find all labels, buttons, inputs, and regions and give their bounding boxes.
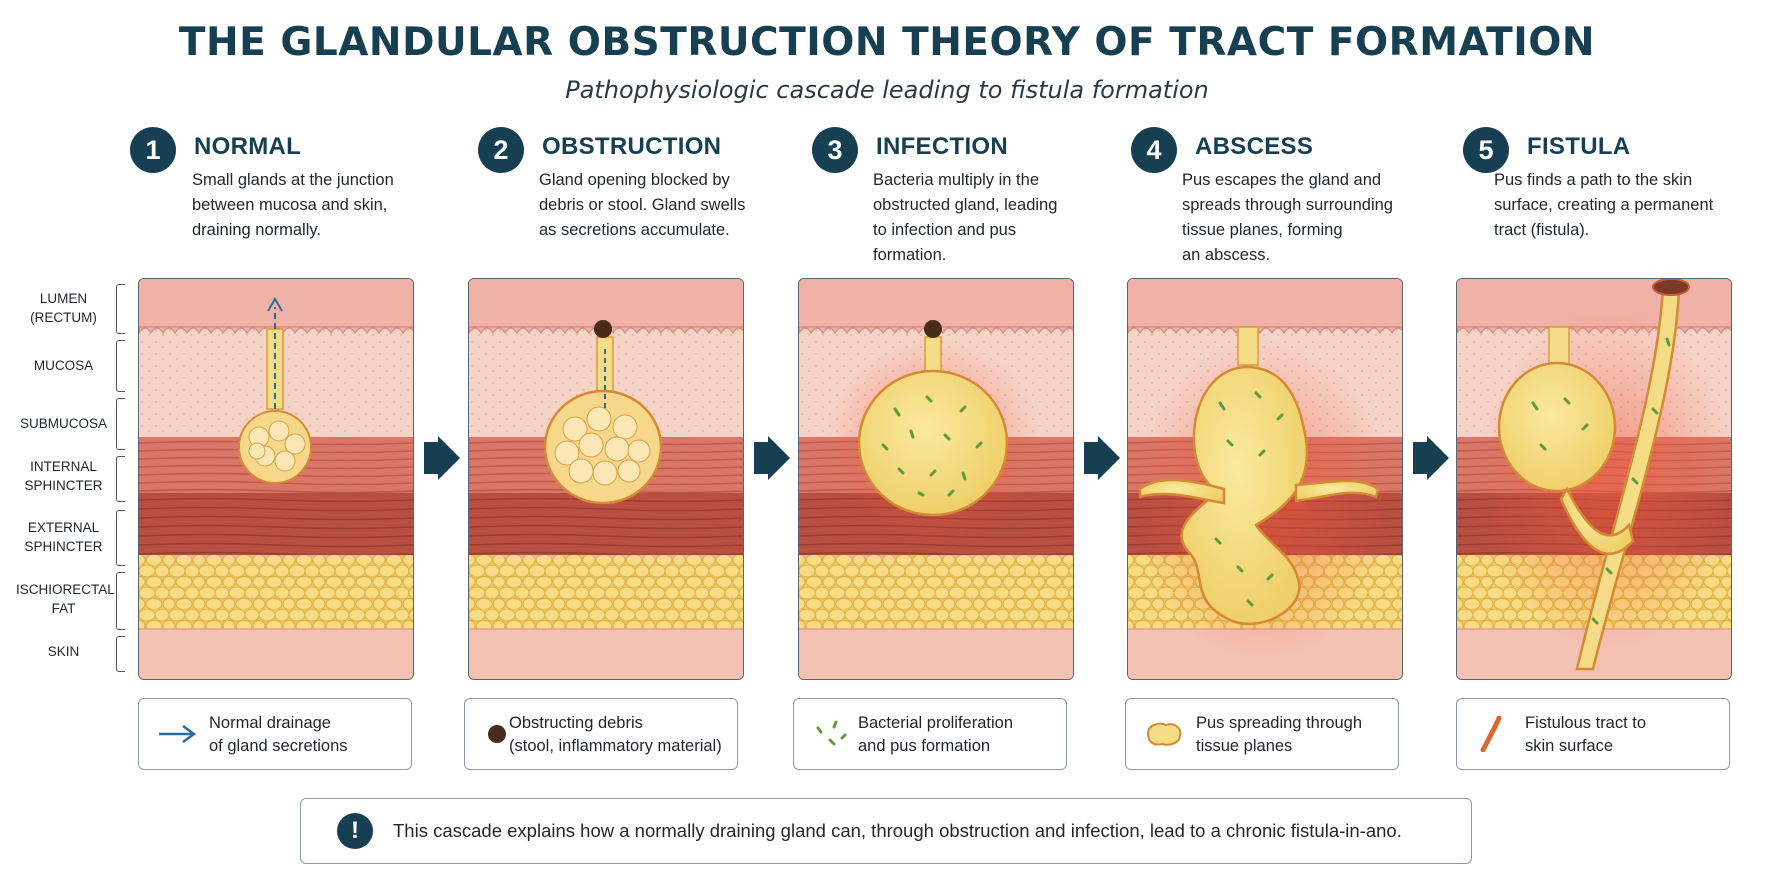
legend-normal-drainage-text: Normal drainage of gland secretions xyxy=(209,714,348,755)
bacteria-icon xyxy=(816,720,847,746)
layer-bracket-submucosa xyxy=(116,398,125,450)
abscess-spread xyxy=(1138,365,1380,625)
stage-1-name: NORMAL xyxy=(194,133,302,160)
stage-2-diagram xyxy=(468,278,744,680)
legend-bacterial-proliferation: Bacterial proliferation and pus formatio… xyxy=(793,698,1067,770)
residual-abscess xyxy=(1497,361,1635,555)
stage-4-number-badge: 4 xyxy=(1131,127,1177,173)
layer-label-external-sphincter: EXTERNAL SPHINCTER xyxy=(24,520,103,554)
layer-label-skin: SKIN xyxy=(47,644,80,659)
tract-icon xyxy=(1480,716,1502,752)
layer-label-mucosa: MUCOSA xyxy=(33,358,94,373)
layer-bracket-external-sphincter xyxy=(116,510,125,566)
fistulous-tract xyxy=(1575,279,1690,671)
legend-fistulous-tract-text: Fistulous tract to skin surface xyxy=(1525,714,1647,755)
legend-fistulous-tract: Fistulous tract to skin surface xyxy=(1456,698,1730,770)
layer-label-internal-sphincter: INTERNAL SPHINCTER xyxy=(24,459,103,493)
legend-pus-spreading: Pus spreading through tissue planes xyxy=(1125,698,1399,770)
layer-label-lumen: LUMEN (RECTUM) xyxy=(30,291,97,325)
drainage-arrow xyxy=(267,297,283,409)
stage-1-number-badge: 1 xyxy=(130,127,176,173)
layer-label-submucosa: SUBMUCOSA xyxy=(19,416,107,431)
stage-4-name: ABSCESS xyxy=(1195,133,1314,160)
stage-2-description: Gland opening blocked by debris or stool… xyxy=(539,171,746,239)
stage-3-diagram xyxy=(798,278,1074,680)
stage-2-number-badge: 2 xyxy=(478,127,524,173)
stage-5-description: Pus finds a path to the skin surface, cr… xyxy=(1494,171,1714,239)
summary-note-text: This cascade explains how a normally dra… xyxy=(393,820,1402,841)
stage-arrow-4 xyxy=(1413,436,1449,480)
layer-bracket-ischiorectal-fat xyxy=(116,572,125,630)
page-subtitle: Pathophysiologic cascade leading to fist… xyxy=(565,76,1209,104)
swollen-gland xyxy=(543,389,663,505)
stage-arrow-3 xyxy=(1084,436,1120,480)
legend-obstructing-debris: Obstructing debris (stool, inflammatory … xyxy=(464,698,738,770)
stage-5-name: FISTULA xyxy=(1527,133,1631,160)
pus-blob-icon xyxy=(1146,722,1182,746)
stage-5-number-badge: 5 xyxy=(1463,127,1509,173)
layer-bracket-skin xyxy=(116,636,125,672)
stage-3-description: Bacteria multiply in the obstructed glan… xyxy=(873,171,1058,264)
legend-obstructing-debris-text: Obstructing debris (stool, inflammatory … xyxy=(509,714,722,755)
stage-3-name: INFECTION xyxy=(876,133,1009,160)
stage-4-diagram xyxy=(1127,278,1403,680)
stage-4-description: Pus escapes the gland and spreads throug… xyxy=(1182,171,1393,264)
stage-1-description: Small glands at the junction between muc… xyxy=(192,171,394,239)
layer-bracket-internal-sphincter xyxy=(116,456,125,502)
stage-5-diagram xyxy=(1456,278,1732,680)
exclamation-icon: ! xyxy=(337,813,373,849)
infected-gland xyxy=(857,369,1009,517)
blue-arrow-icon xyxy=(159,724,197,744)
obstructing-debris xyxy=(924,320,942,338)
obstructing-debris xyxy=(594,320,612,338)
summary-note: ! This cascade explains how a normally d… xyxy=(300,798,1472,864)
debris-dot-icon xyxy=(488,725,506,743)
stage-arrow-2 xyxy=(754,436,790,480)
layer-bracket-lumen xyxy=(116,284,125,334)
layer-bracket-mucosa xyxy=(116,340,125,392)
legend-bacterial-proliferation-text: Bacterial proliferation and pus formatio… xyxy=(858,714,1013,755)
page-title: THE GLANDULAR OBSTRUCTION THEORY OF TRAC… xyxy=(178,20,1596,65)
stage-3-number-badge: 3 xyxy=(812,127,858,173)
layer-label-ischiorectal-fat: ISCHIORECTAL FAT xyxy=(16,582,115,616)
legend-pus-spreading-text: Pus spreading through tissue planes xyxy=(1196,714,1363,755)
normal-gland xyxy=(238,410,312,484)
stage-arrow-1 xyxy=(424,436,460,480)
stage-1-diagram xyxy=(138,278,414,680)
legend-normal-drainage: Normal drainage of gland secretions xyxy=(138,698,412,770)
stage-2-name: OBSTRUCTION xyxy=(542,133,722,160)
